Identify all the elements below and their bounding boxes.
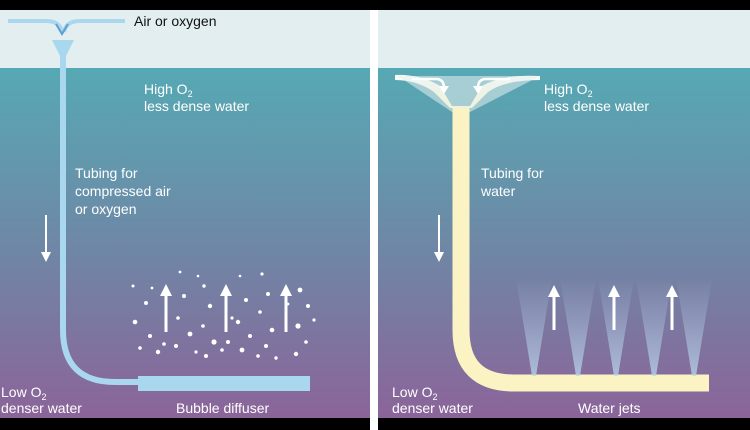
right-panel (378, 10, 750, 418)
bubble (174, 344, 178, 348)
up-arrow-icon (220, 284, 232, 332)
bubble (306, 304, 310, 308)
water-jet-spray (636, 278, 672, 376)
right-low-o2-label: Low O2 (392, 384, 437, 403)
left-less-dense-label: less dense water (144, 98, 250, 114)
bubble (220, 348, 224, 352)
o2-subscript: 2 (432, 392, 438, 402)
bubble (131, 284, 135, 288)
bubble (150, 286, 154, 290)
bubble (286, 302, 290, 306)
bubble (295, 323, 301, 329)
water-jet-spray (516, 278, 552, 376)
bubble (207, 303, 213, 309)
water-jets (516, 278, 712, 376)
low-o2-text: Low O (1, 384, 42, 400)
left-water (0, 68, 370, 418)
bubble (239, 347, 245, 353)
o2-subscript: 2 (587, 89, 593, 99)
water-jet-spray (598, 278, 634, 376)
air-supply-line-left (8, 19, 64, 33)
bubble (304, 340, 308, 344)
down-arrow-icon (434, 215, 444, 262)
right-denser-label: denser water (392, 400, 473, 416)
air-intake-funnel (52, 40, 74, 58)
bubble (274, 356, 278, 360)
bubble (138, 346, 142, 350)
bubble (201, 324, 205, 328)
bubble (187, 331, 193, 337)
bubble (293, 351, 299, 357)
right-sky (378, 10, 750, 68)
inflow-arrow-icon (473, 77, 510, 94)
left-panel (0, 10, 370, 418)
air-or-oxygen-label: Air or oxygen (134, 13, 217, 29)
bubble (260, 272, 264, 276)
left-high-o2-label: High O2 (144, 81, 193, 100)
bubble (230, 316, 234, 320)
down-arrow-icon (41, 215, 51, 262)
bubble (235, 319, 241, 325)
right-less-dense-label: less dense water (544, 98, 650, 114)
up-arrow-icon (548, 285, 560, 330)
bubble (182, 294, 186, 298)
bubble-diffuser (138, 376, 310, 391)
panel-divider (370, 10, 378, 430)
bubble (132, 319, 138, 325)
up-arrow-icon (280, 284, 292, 332)
right-high-o2-label: High O2 (544, 81, 593, 100)
bubble (162, 342, 166, 346)
bubble (176, 316, 180, 320)
water-jets-label: Water jets (578, 400, 641, 416)
bubble-diffuser-label: Bubble diffuser (176, 400, 270, 416)
left-tubing-label-line2: compressed air (75, 183, 171, 199)
low-o2-text: Low O (392, 384, 433, 400)
bubble (155, 349, 161, 355)
bubble (194, 350, 198, 354)
o2-subscript: 2 (41, 392, 47, 402)
bubble (266, 292, 270, 296)
inflow-arrow-icon (412, 77, 449, 94)
water-jet-spray (676, 278, 712, 376)
bubble (248, 334, 252, 338)
up-arrow-icon (160, 284, 172, 332)
bubble (211, 339, 217, 345)
left-denser-label: denser water (1, 400, 82, 416)
bubble (202, 284, 206, 288)
bubble (226, 340, 230, 344)
up-arrow-icon (666, 285, 678, 330)
bubble (258, 310, 262, 314)
bubble (178, 270, 182, 274)
right-tubing-label-line2: water (481, 183, 516, 199)
o2-subscript: 2 (187, 89, 193, 99)
bubble (148, 334, 152, 338)
bubble (144, 301, 148, 305)
air-inflow-arrow-icon (55, 23, 69, 36)
bubble (269, 327, 275, 333)
left-tubing-label-line3: or oxygen (75, 201, 137, 217)
bubble (204, 354, 208, 358)
bubble (196, 274, 200, 278)
surface-intake-area (398, 76, 540, 112)
left-tubing-label-line1: Tubing for (75, 165, 138, 181)
water-jet-spray (560, 278, 596, 376)
bubble (256, 354, 260, 358)
high-o2-text: High O (544, 81, 588, 97)
left-low-o2-label: Low O2 (1, 384, 46, 403)
right-tubing-label-line1: Tubing for (481, 165, 544, 181)
bubble (244, 298, 248, 302)
air-bubbles (131, 270, 316, 360)
bubble (264, 344, 268, 348)
water-tubing (452, 108, 709, 392)
high-o2-text: High O (144, 81, 188, 97)
up-arrow-icon (608, 285, 620, 330)
air-tubing (60, 56, 140, 385)
bubble (297, 287, 303, 293)
bubble (238, 274, 242, 278)
bubble (312, 318, 316, 322)
